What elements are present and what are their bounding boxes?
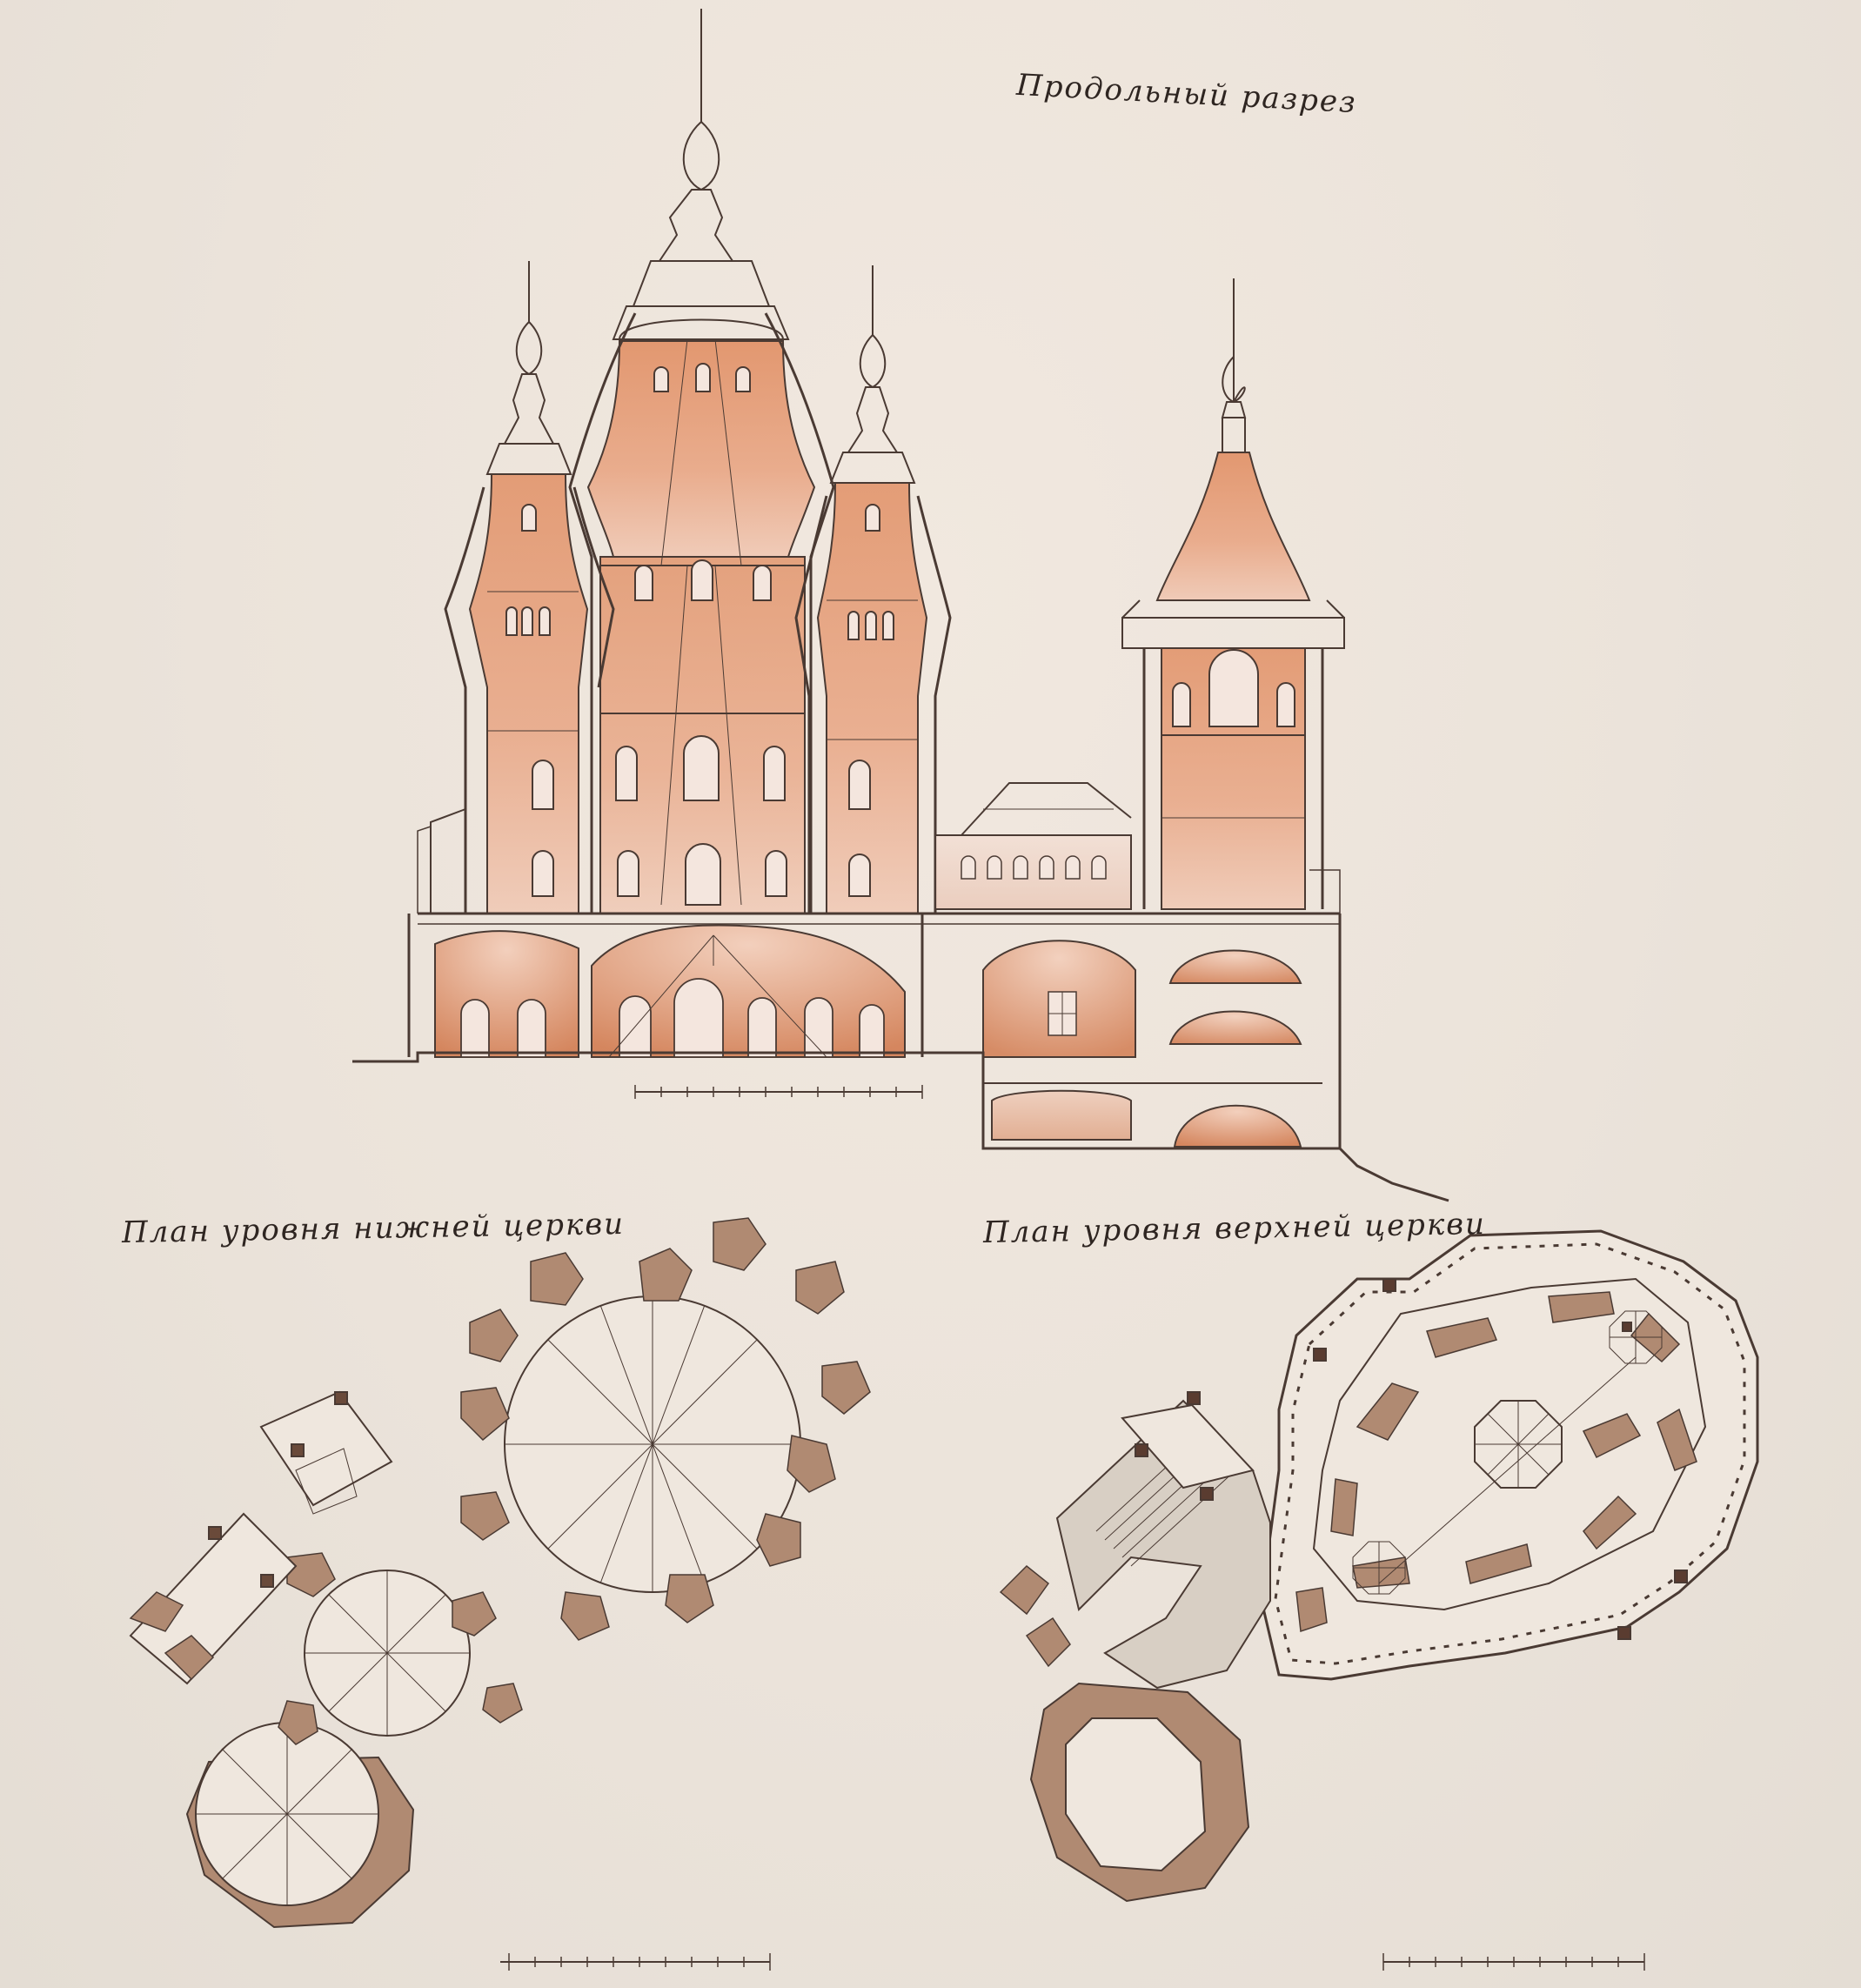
lower-church-plan xyxy=(129,1217,871,1971)
upper-church-plan xyxy=(999,1229,1759,1971)
longitudinal-section xyxy=(352,9,1449,1202)
